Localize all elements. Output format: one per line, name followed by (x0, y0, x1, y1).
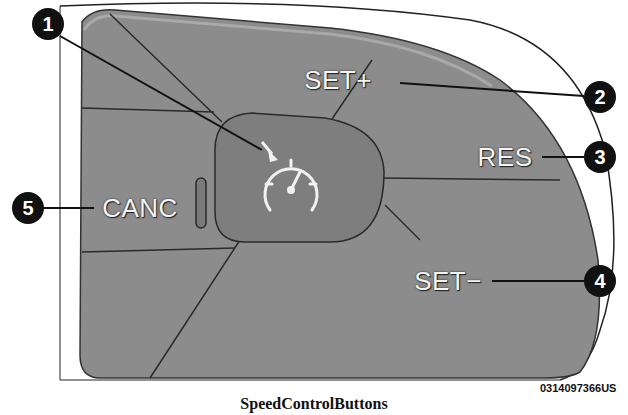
figure-caption: SpeedControlButtons (240, 395, 387, 413)
callout-number: 4 (584, 265, 616, 297)
callout-number: 2 (584, 81, 616, 113)
callout-number: 5 (12, 192, 44, 224)
button-label: SET+ (304, 65, 372, 96)
button-label: SET− (414, 266, 482, 297)
button-label: CANC (102, 193, 178, 224)
callout-number: 3 (584, 141, 616, 173)
callout-number: 1 (32, 8, 64, 40)
figure-code: 0314097366US (540, 382, 616, 394)
button-label: RES (478, 142, 533, 173)
